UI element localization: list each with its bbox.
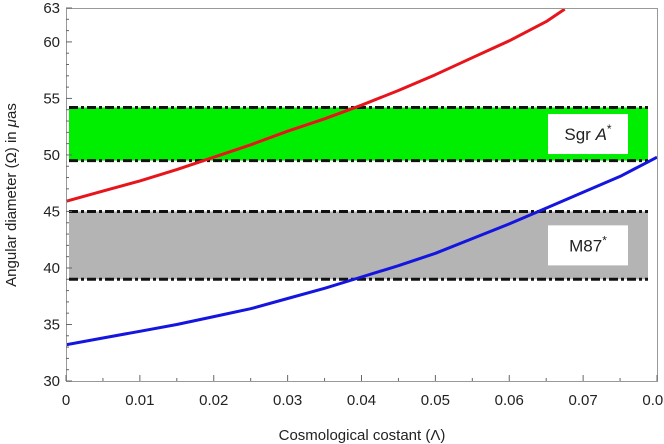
band-label-sup-0: * — [607, 122, 612, 136]
series-layer — [66, 8, 657, 347]
band-label-sup-1: * — [602, 233, 607, 247]
series-line-1 — [66, 155, 657, 347]
band-label-main-0: Sgr — [564, 125, 595, 144]
y-tick-label-2: 40 — [43, 260, 60, 277]
x-tick-label-1: 0.01 — [125, 392, 154, 409]
series-line-0 — [66, 8, 566, 203]
x-tick-label-5: 0.05 — [421, 392, 450, 409]
y-axis-label-text: Angular diameter (Ω) in — [3, 127, 20, 287]
ticks-layer: 0 0.01 0.02 0.03 0.04 0.05 0.06 0.07 0.08 30 35 40 4… — [43, 0, 664, 409]
band-label-main-1: M87 — [569, 236, 602, 255]
x-tick-label-3: 0.03 — [273, 392, 302, 409]
x-axis-label: Cosmological costant (Λ) — [279, 427, 446, 444]
x-tick-label-6: 0.06 — [495, 392, 524, 409]
x-tick-label-4: 0.04 — [347, 392, 376, 409]
y-tick-label-6: 60 — [43, 34, 60, 51]
band-labels-layer: Sgr A*M87* — [548, 114, 628, 266]
y-tick-label-0: 30 — [43, 373, 60, 390]
band-label-italic-0: A — [595, 125, 607, 144]
y-tick-label-1: 35 — [43, 316, 60, 333]
y-tick-label-5: 55 — [43, 90, 60, 107]
x-tick-label-8: 0.08 — [642, 392, 664, 409]
band-label-box-0 — [548, 114, 628, 155]
y-tick-label-7: 63 — [43, 0, 60, 17]
x-tick-label-0: 0 — [62, 392, 70, 409]
x-tick-label-2: 0.02 — [199, 392, 228, 409]
band-label-box-1 — [548, 225, 628, 266]
band-label-1: M87* — [569, 233, 607, 255]
y-axis-label-unit: as — [3, 103, 20, 119]
y-axis-label: Angular diameter (Ω) in μas — [3, 103, 20, 287]
band-label-0: Sgr A* — [564, 122, 612, 144]
x-tick-label-7: 0.07 — [569, 392, 598, 409]
axes-layer — [66, 8, 658, 382]
y-tick-label-3: 45 — [43, 203, 60, 220]
plot-frame — [66, 8, 658, 382]
y-axis-label-mu: μ — [3, 119, 20, 128]
y-tick-label-4: 50 — [43, 147, 60, 164]
